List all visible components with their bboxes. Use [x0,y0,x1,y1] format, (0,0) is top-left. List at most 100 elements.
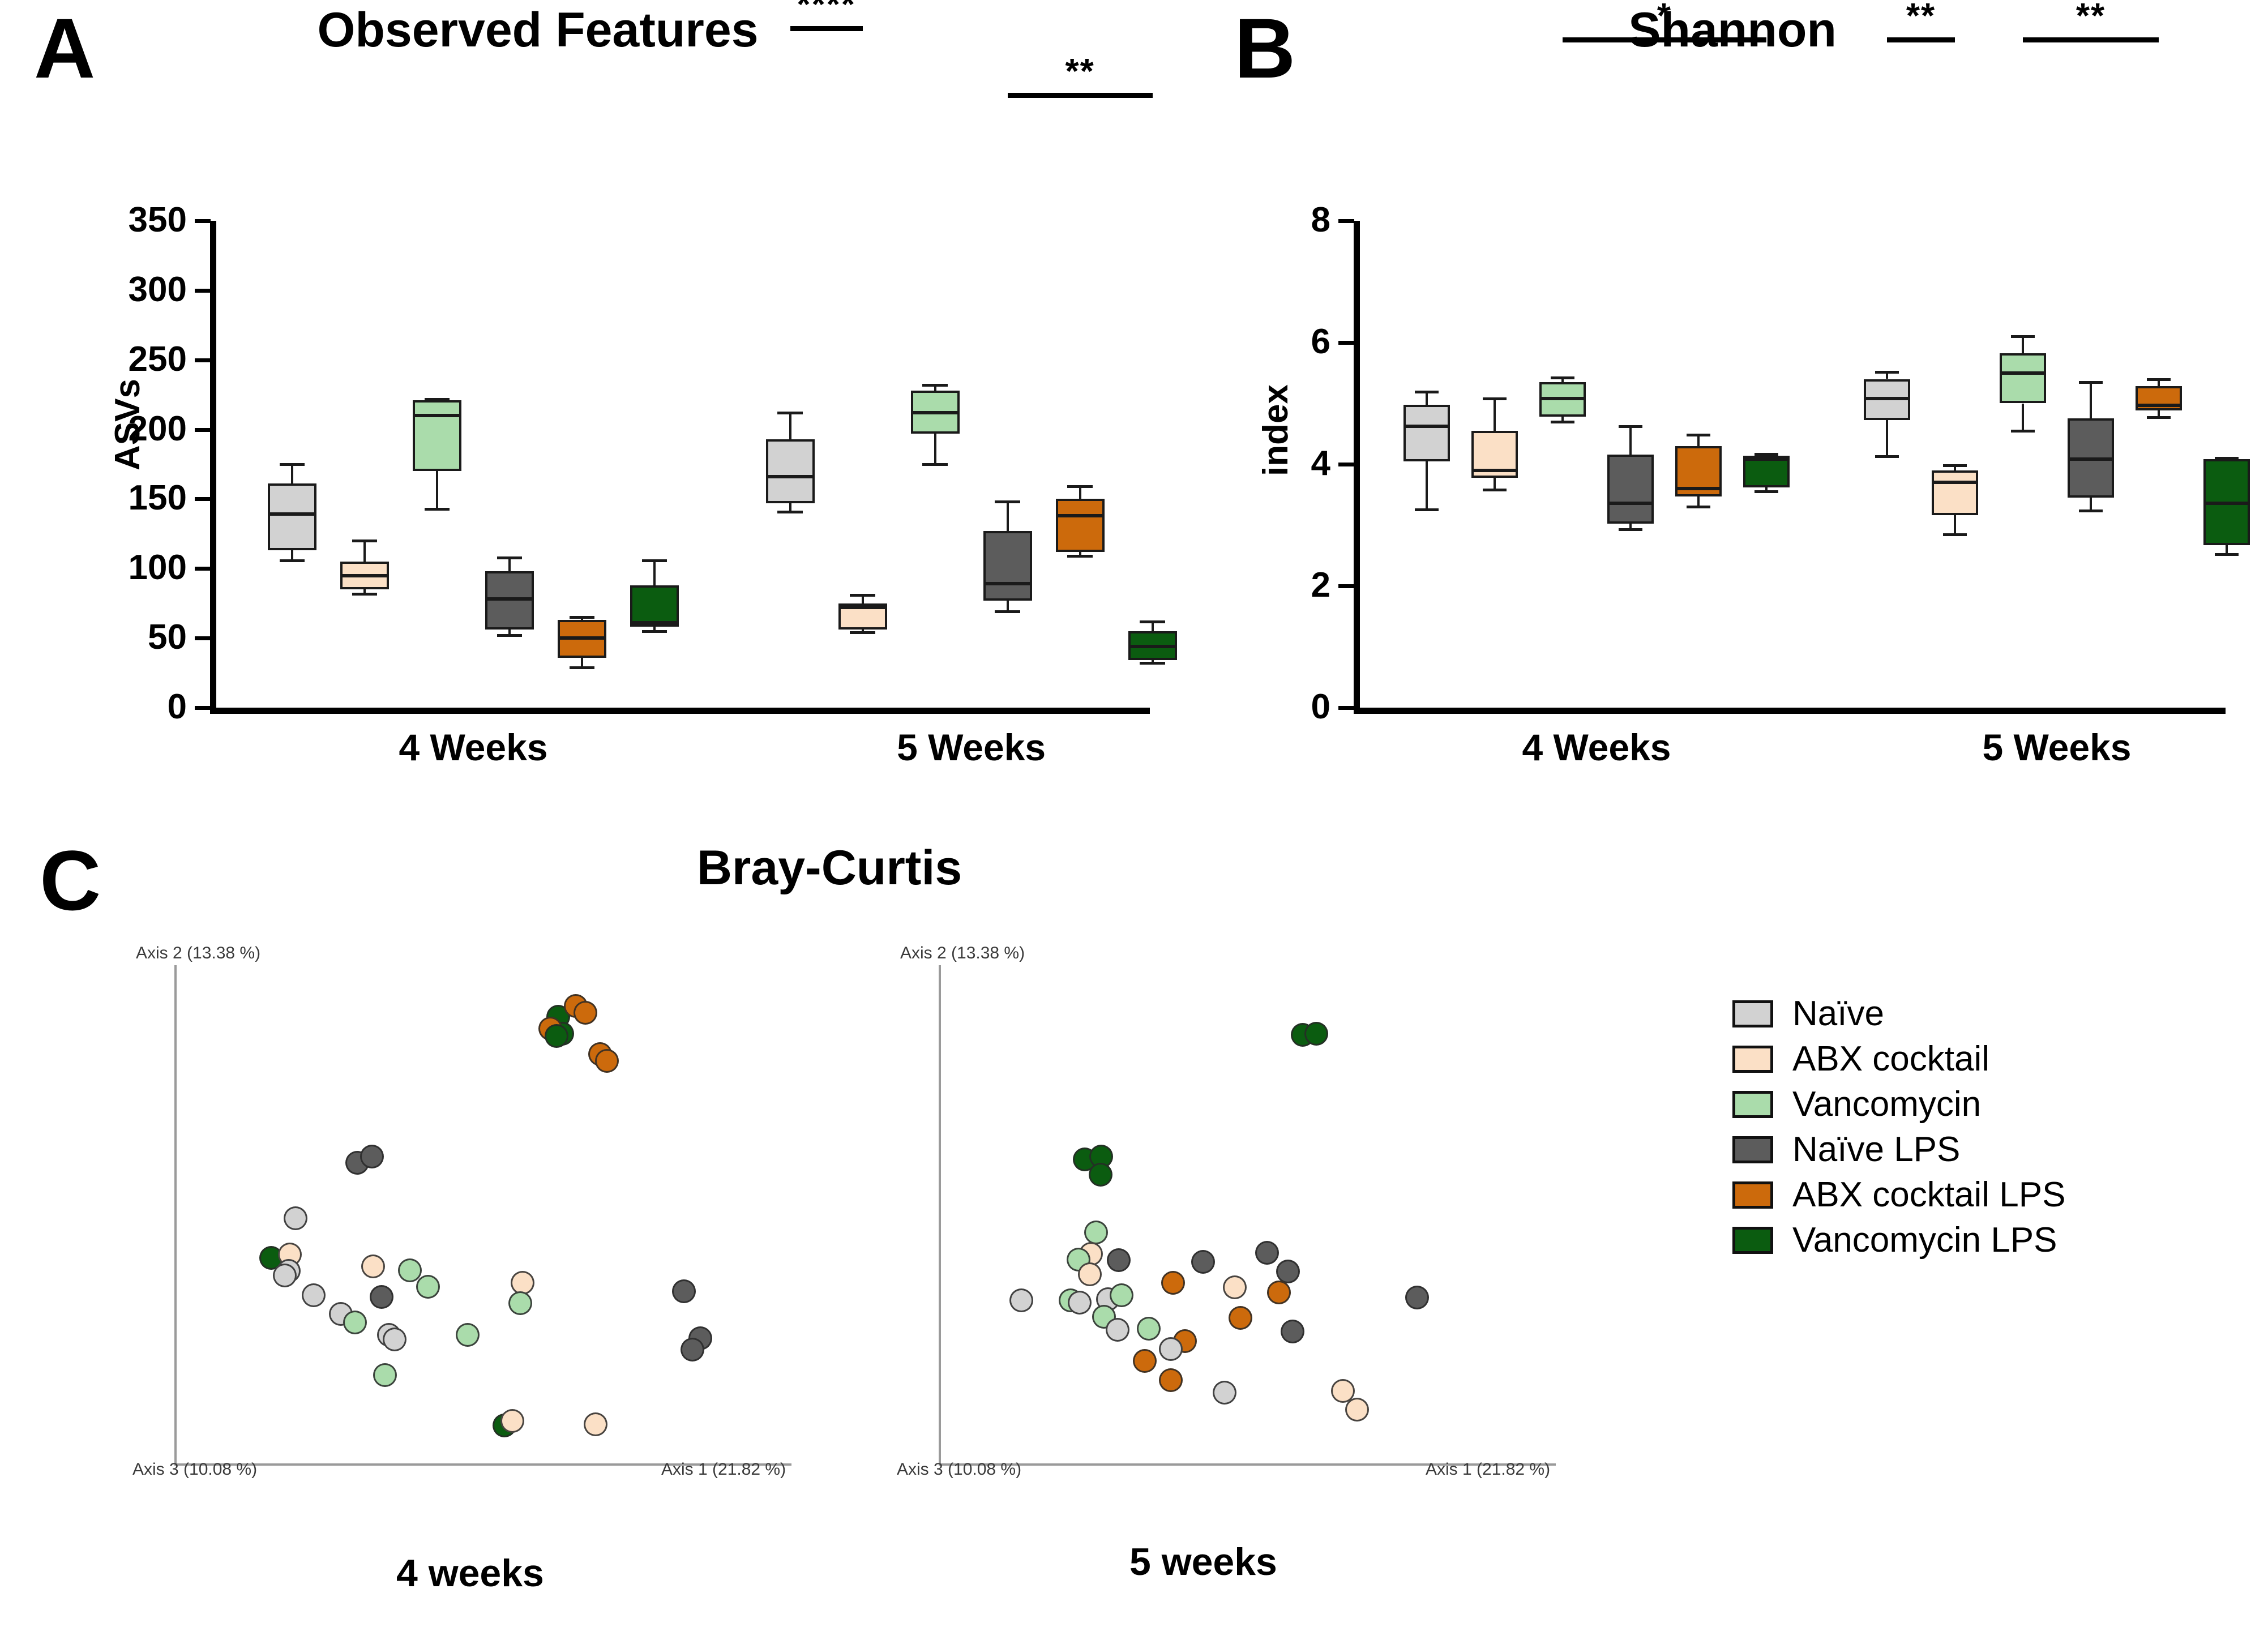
whisker-lower [2022,403,2024,431]
whisker-upper [1561,378,1564,382]
whisker-cap-lower [1618,528,1643,532]
panel-b-title: Shannon [1628,3,1837,57]
whisker-cap-lower [2214,553,2239,556]
significance-stars: ** [2076,0,2106,36]
pcoa-4weeks-caption: 4 weeks [396,1552,544,1595]
whisker-upper [861,594,864,603]
whisker-cap-lower [922,463,948,466]
whisker-cap-lower [850,631,875,635]
y-axis-tick [195,358,211,362]
legend-item[interactable]: ABX cocktail [1732,1042,1989,1077]
legend-swatch [1732,1046,1773,1073]
legend-label: Naïve [1792,994,1884,1033]
box-plot-median [838,606,887,610]
legend-item[interactable]: Naïve LPS [1732,1132,1960,1167]
whisker-upper [1426,392,1428,405]
y-axis-tick-label: 300 [128,269,187,309]
box-plot-median [558,636,606,640]
whisker-upper [789,413,791,439]
legend-swatch [1732,1091,1773,1118]
y-axis-tick [195,219,211,223]
whisker-cap-upper [2146,378,2171,381]
legend-item[interactable]: Naïve [1732,996,1884,1031]
legend-item[interactable]: Vancomycin LPS [1732,1223,2057,1258]
significance-stars: * [1657,0,1672,36]
box-plot-median [1675,487,1722,490]
significance-stars: **** [797,0,856,24]
whisker-upper [1886,371,1888,379]
whisker-cap-lower [352,592,378,596]
significance-bracket [1563,37,1766,42]
pcoa-point [1405,1285,1429,1309]
pcoa-point [1255,1240,1279,1265]
whisker-cap-upper [1550,376,1575,380]
whisker-cap-upper [922,383,948,387]
whisker-cap-upper [352,540,378,543]
box-plot-box [1607,454,1654,524]
pcoa-point [1266,1281,1291,1305]
pcoa-point [361,1254,385,1278]
pcoa-axis3-label: Axis 3 (10.08 %) [897,1460,1022,1479]
whisker-upper [1079,486,1081,499]
whisker-cap-upper [2078,380,2103,384]
pcoa-point [1223,1275,1247,1300]
whisker-lower [2090,498,2092,511]
legend-label: ABX cocktail LPS [1792,1175,2066,1214]
whisker-lower [1954,515,1956,534]
box-plot-median [340,573,389,577]
whisker-cap-lower [279,559,305,562]
legend-item[interactable]: Vancomycin [1732,1087,1981,1122]
whisker-cap-lower [2078,509,2103,512]
significance-bracket [1887,37,1955,42]
box-plot-median [485,597,534,601]
pcoa-point [510,1271,534,1295]
x-axis-group-label: 5 Weeks [897,726,1046,768]
pcoa-point [1088,1162,1112,1187]
box-plot-median [413,414,461,417]
y-axis-tick [195,427,211,432]
whisker-lower [934,433,936,464]
box-plot-box [1932,470,1978,516]
whisker-lower [1006,600,1009,612]
pcoa-point [584,1412,608,1437]
y-axis-tick [1338,463,1354,466]
legend-label: ABX cocktail [1792,1039,1990,1078]
whisker-cap-upper [569,616,595,619]
y-axis-tick-label: 350 [128,200,187,239]
pcoa-point [302,1283,326,1308]
whisker-cap-upper [2214,457,2239,460]
y-axis-tick-label: 200 [128,409,187,448]
y-axis-tick [195,636,211,641]
y-axis-tick-label: 50 [148,618,187,657]
pcoa-5weeks-caption: 5 weeks [1129,1540,1277,1583]
whisker-cap-upper [995,500,1020,504]
whisker-lower [861,630,864,633]
pcoa-point [1109,1283,1133,1307]
y-axis-tick [1338,584,1354,588]
legend-label: Naïve LPS [1792,1130,1961,1169]
y-axis-line [210,221,216,712]
whisker-cap-upper [1875,370,1899,374]
whisker-upper [2090,382,2092,419]
pcoa-y-axis [939,965,941,1463]
y-axis-tick-label: 250 [128,339,187,379]
legend-swatch [1732,1000,1773,1027]
legend-item[interactable]: ABX cocktail LPS [1732,1178,2065,1213]
legend-swatch [1732,1136,1773,1163]
significance-stars: ** [1906,0,1936,36]
whisker-cap-upper [1754,452,1779,456]
legend-label: Vancomycin LPS [1792,1221,2057,1260]
y-axis-tick [195,497,211,502]
significance-bracket [790,26,863,31]
pcoa-point [672,1279,696,1303]
box-plot-median [1743,457,1790,461]
y-axis-title: index [1256,384,1295,476]
y-axis-tick [195,567,211,571]
box-plot-median [1864,396,1910,400]
box-plot-median [1932,481,1978,485]
whisker-upper [1697,435,1700,446]
box-plot-median [1128,644,1177,648]
whisker-cap-lower [1414,508,1439,511]
pcoa-axis2-label: Axis 2 (13.38 %) [136,944,261,962]
